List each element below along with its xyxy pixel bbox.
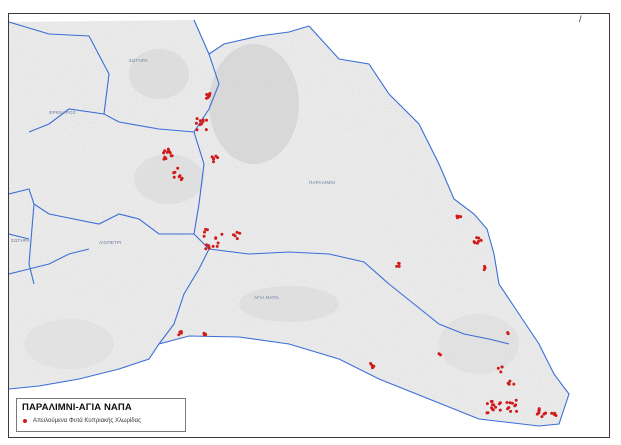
plant-point[interactable] (195, 117, 199, 121)
plant-point[interactable] (220, 232, 224, 236)
plant-point[interactable] (204, 227, 208, 231)
plant-point[interactable] (482, 268, 486, 272)
plant-point[interactable] (207, 244, 211, 248)
label-frenaros: ΦΡΕΝΑΡΟΣ (49, 110, 76, 115)
plant-point[interactable] (473, 241, 477, 245)
plant-point[interactable] (505, 401, 509, 404)
plant-point[interactable] (475, 241, 479, 245)
plant-point[interactable] (207, 246, 211, 250)
plant-point[interactable] (169, 154, 173, 158)
plant-point[interactable] (238, 231, 242, 235)
plant-point[interactable] (439, 353, 442, 357)
plant-point[interactable] (491, 408, 495, 412)
plant-point[interactable] (180, 176, 184, 180)
plant-point[interactable] (211, 244, 215, 248)
plant-point[interactable] (494, 405, 498, 409)
plant-point[interactable] (479, 238, 483, 242)
plant-point[interactable] (491, 403, 494, 407)
plant-point[interactable] (544, 411, 548, 415)
plant-point[interactable] (203, 332, 207, 336)
plant-point[interactable] (235, 230, 239, 234)
map-canvas[interactable]: ΣΩΤΗΡΑ ΦΡΕΝΑΡΟΣ ΠΑΡΑΛΙΜΝΙ ΣΩΤΗΡΑ ΛΙΟΠΕΤΡ… (9, 14, 609, 437)
plant-point[interactable] (232, 233, 235, 237)
plant-point[interactable] (194, 121, 198, 125)
plant-point[interactable] (485, 402, 489, 406)
plant-point[interactable] (515, 409, 519, 413)
plant-point[interactable] (486, 411, 490, 415)
legend-title: ΠΑΡΑΛΙΜΝΙ-ΑΓΙΑ ΝΑΠΑ (22, 402, 132, 413)
plant-point[interactable] (500, 365, 504, 369)
plant-point[interactable] (397, 262, 401, 265)
plant-point[interactable] (206, 96, 210, 100)
plant-point[interactable] (215, 244, 219, 248)
plant-point[interactable] (456, 215, 460, 219)
plant-point[interactable] (235, 237, 239, 241)
plant-point[interactable] (204, 128, 208, 132)
label-liopetri: ΛΙΟΠΕΤΡΙ (99, 240, 122, 245)
plant-point[interactable] (195, 128, 199, 132)
plant-point[interactable] (202, 234, 206, 238)
label-sotira-west: ΣΩΤΗΡΑ (11, 238, 30, 243)
plant-point[interactable] (210, 155, 214, 159)
plant-point[interactable] (540, 415, 544, 419)
plant-point[interactable] (198, 123, 202, 127)
coastline (9, 25, 570, 427)
plant-point[interactable] (207, 92, 211, 96)
plant-point[interactable] (475, 236, 479, 240)
plant-point[interactable] (498, 401, 502, 405)
label-paralimni: ΠΑΡΑΛΙΜΝΙ (309, 180, 335, 185)
legend: ΠΑΡΑΛΙΜΝΙ-ΑΓΙΑ ΝΑΠΑ Απειλούμενα Φυτά Κυπ… (16, 398, 186, 432)
plant-point[interactable] (514, 403, 518, 407)
plant-point[interactable] (216, 241, 220, 245)
plant-point[interactable] (509, 409, 513, 413)
plant-point[interactable] (498, 408, 502, 412)
plant-point[interactable] (212, 160, 215, 164)
plant-point[interactable] (204, 247, 208, 251)
label-sotira-north: ΣΩΤΗΡΑ (129, 58, 148, 63)
plant-point[interactable] (537, 408, 541, 412)
red-dot-icon (23, 419, 27, 423)
plant-point[interactable] (205, 118, 208, 122)
plant-point[interactable] (508, 379, 512, 383)
plant-point[interactable] (162, 151, 166, 155)
map-frame: ΣΩΤΗΡΑ ΦΡΕΝΑΡΟΣ ΠΑΡΑΛΙΜΝΙ ΣΩΤΗΡΑ ΛΙΟΠΕΤΡ… (8, 13, 610, 438)
plant-point[interactable] (490, 400, 494, 403)
corner-mark: / (579, 14, 582, 24)
legend-item-label: Απειλούμενα Φυτά Κυπριακής Χλωρίδας (33, 418, 142, 424)
plant-point[interactable] (371, 366, 374, 370)
plant-point[interactable] (166, 147, 170, 151)
plant-point[interactable] (177, 175, 181, 179)
plant-point[interactable] (198, 119, 202, 123)
plant-point[interactable] (370, 363, 374, 367)
plant-point[interactable] (535, 412, 539, 416)
plant-point[interactable] (506, 381, 510, 385)
plant-point[interactable] (499, 370, 503, 374)
legend-item: Απειλούμενα Φυτά Κυπριακής Χλωρίδας (23, 418, 141, 424)
plant-point[interactable] (397, 264, 401, 268)
plant-point[interactable] (214, 236, 218, 240)
plant-point[interactable] (512, 382, 516, 386)
plant-point[interactable] (168, 151, 172, 155)
plant-point[interactable] (179, 330, 183, 333)
plant-point[interactable] (172, 175, 176, 179)
plant-point[interactable] (214, 154, 218, 158)
plant-point[interactable] (506, 332, 510, 336)
plant-occurrence-points (162, 92, 558, 419)
plant-point[interactable] (176, 166, 180, 170)
plant-point[interactable] (508, 401, 512, 405)
plant-point[interactable] (395, 264, 399, 268)
plant-point[interactable] (177, 333, 181, 337)
plant-point[interactable] (506, 407, 510, 411)
plant-point[interactable] (172, 171, 176, 175)
plant-point[interactable] (514, 398, 518, 402)
plant-point[interactable] (496, 366, 500, 370)
label-agia-napa: ΑΓΙΑ ΝΑΠΑ (254, 295, 279, 300)
municipal-boundaries (9, 19, 570, 427)
plant-point[interactable] (203, 230, 206, 234)
plant-point[interactable] (553, 411, 557, 415)
plant-point[interactable] (550, 411, 554, 415)
plant-point[interactable] (510, 401, 514, 405)
plant-point[interactable] (164, 157, 168, 161)
plant-point[interactable] (201, 119, 205, 123)
